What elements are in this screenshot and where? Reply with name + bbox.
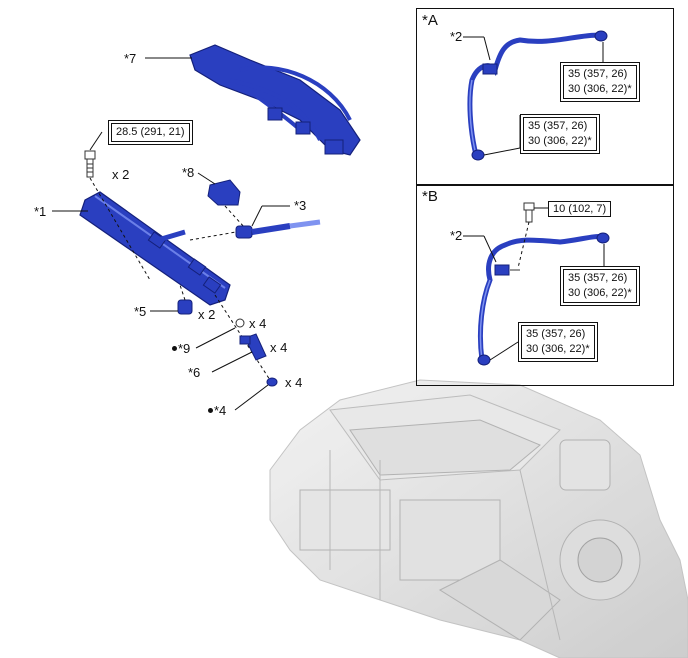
panel-b-label: *B bbox=[422, 188, 438, 205]
part-label-5: *5 bbox=[134, 304, 147, 319]
wire-harness-part bbox=[189, 44, 361, 156]
panel-a bbox=[416, 8, 674, 186]
torque-b-lower-line2: 30 (306, 22)* bbox=[526, 343, 590, 355]
torque-b-lower: 35 (357, 26) 30 (306, 22)* bbox=[518, 322, 598, 362]
plug-axis-line bbox=[179, 284, 186, 301]
torque-b-lower-inner: 35 (357, 26) 30 (306, 22)* bbox=[521, 325, 595, 359]
engine-illustration bbox=[269, 379, 688, 658]
panel-b bbox=[416, 184, 674, 386]
qty-plug: x 2 bbox=[198, 307, 216, 322]
part-label-7: *7 bbox=[124, 51, 137, 66]
torque-a-upper-line2: 30 (306, 22)* bbox=[568, 83, 632, 95]
o-ring-part bbox=[235, 318, 245, 328]
torque-a-lower: 35 (357, 26) 30 (306, 22)* bbox=[520, 114, 600, 154]
part-label-3: *3 bbox=[294, 198, 307, 213]
panel-b-bolt-axis bbox=[517, 221, 530, 269]
fuel-tube-a-part bbox=[467, 30, 608, 161]
part-label-8: *8 bbox=[182, 165, 195, 180]
part-label-9: *9 bbox=[172, 342, 190, 355]
torque-b-upper-inner: 35 (357, 26) 30 (306, 22)* bbox=[563, 269, 637, 303]
injector-part bbox=[239, 333, 267, 361]
qty-bolt: x 2 bbox=[112, 167, 130, 182]
torque-bolt-value: 28.5 (291, 21) bbox=[111, 123, 190, 142]
torque-a-lower-inner: 35 (357, 26) 30 (306, 22)* bbox=[523, 117, 597, 151]
panel-a-label: *A bbox=[422, 12, 438, 29]
torque-b-lower-line1: 35 (357, 26) bbox=[526, 328, 586, 340]
leader-3b bbox=[251, 205, 263, 227]
seal-part bbox=[266, 377, 278, 387]
torque-bolt: 28.5 (291, 21) bbox=[108, 120, 193, 145]
new-part-marker-4 bbox=[208, 408, 213, 413]
leader-8 bbox=[197, 172, 216, 185]
bracket-part bbox=[207, 179, 241, 206]
fuel-delivery-pipe-part bbox=[79, 191, 231, 306]
leader-b-lower bbox=[489, 341, 519, 361]
part-label-2a: *2 bbox=[450, 29, 463, 44]
torque-b-upper-line2: 30 (306, 22)* bbox=[568, 287, 632, 299]
bolt-axis-line bbox=[89, 177, 151, 281]
torque-a-lower-line2: 30 (306, 22)* bbox=[528, 135, 592, 147]
fuel-tube-b-part bbox=[477, 232, 610, 366]
torque-a-upper-line1: 35 (357, 26) bbox=[568, 68, 628, 80]
leader-4 bbox=[234, 384, 269, 411]
part-label-6: *6 bbox=[188, 365, 201, 380]
qty-injector: x 4 bbox=[270, 340, 288, 355]
leader-6 bbox=[211, 351, 253, 373]
torque-a-lower-line1: 35 (357, 26) bbox=[528, 120, 588, 132]
torque-b-upper-line1: 35 (357, 26) bbox=[568, 272, 628, 284]
torque-panel-b-bolt: 10 (102, 7) bbox=[548, 201, 612, 217]
part-label-2b: *2 bbox=[450, 228, 463, 243]
leader-2b-v bbox=[483, 235, 497, 263]
torque-a-upper-inner: 35 (357, 26) 30 (306, 22)* bbox=[563, 65, 637, 99]
leader-2a-v bbox=[483, 36, 491, 61]
torque-b-upper: 35 (357, 26) 30 (306, 22)* bbox=[560, 266, 640, 306]
leader-bolt-torque bbox=[89, 131, 103, 151]
part-label-4: *4 bbox=[208, 404, 226, 417]
hose-axis-line bbox=[189, 231, 237, 241]
part-label-4-text: *4 bbox=[214, 403, 227, 418]
new-part-marker-9 bbox=[172, 346, 177, 351]
qty-seal: x 4 bbox=[285, 375, 303, 390]
leader-a-lower-h bbox=[483, 147, 521, 156]
torque-a-upper: 35 (357, 26) 30 (306, 22)* bbox=[560, 62, 640, 102]
plug-part bbox=[177, 299, 193, 315]
part-label-1: *1 bbox=[34, 204, 47, 219]
leader-9 bbox=[195, 327, 236, 349]
part-label-9-text: *9 bbox=[178, 341, 191, 356]
qty-o-ring: x 4 bbox=[249, 316, 267, 331]
bracket-axis-line bbox=[224, 205, 246, 229]
fuel-hose-part bbox=[235, 219, 321, 239]
bolt-part bbox=[84, 150, 96, 178]
